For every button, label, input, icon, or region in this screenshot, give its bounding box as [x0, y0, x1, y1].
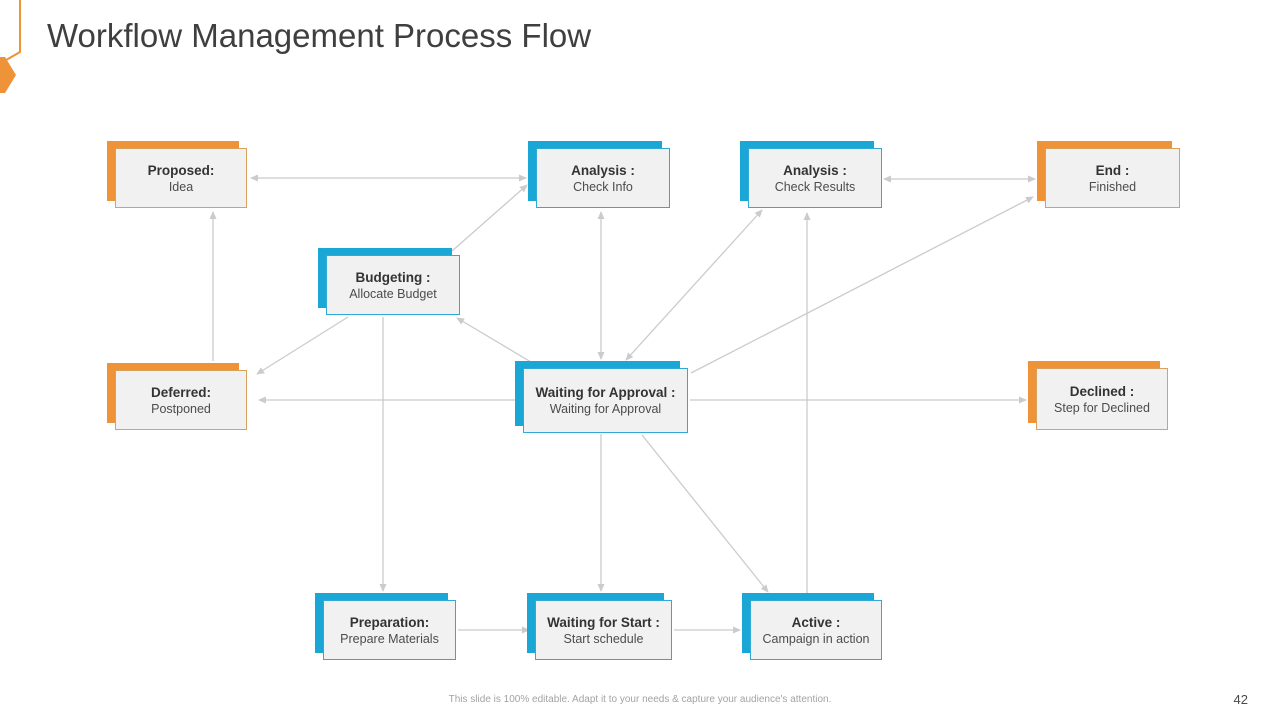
connector-waiting-for-approval-to-end — [690, 196, 1034, 374]
footer-note: This slide is 100% editable. Adapt it to… — [448, 694, 832, 705]
node-preparation: Preparation:Prepare Materials — [315, 593, 456, 660]
node-title: Analysis : — [783, 162, 847, 178]
connector-budgeting-to-analysis-check-info — [451, 184, 528, 252]
node-subtitle: Start schedule — [563, 631, 644, 646]
node-title: Preparation: — [349, 614, 430, 630]
node-body: Preparation:Prepare Materials — [323, 600, 456, 660]
node-end: End :Finished — [1037, 141, 1180, 208]
node-title: End : — [1095, 162, 1130, 178]
node-body: Analysis :Check Results — [748, 148, 882, 208]
node-body: Deferred:Postponed — [115, 370, 247, 430]
node-active: Active :Campaign in action — [742, 593, 882, 660]
node-body: Declined :Step for Declined — [1036, 368, 1168, 430]
connector-waiting-for-approval-to-budgeting — [456, 317, 532, 363]
connector-budgeting-to-deferred — [256, 316, 349, 375]
node-subtitle: Allocate Budget — [349, 286, 437, 301]
page-number: 42 — [1233, 692, 1248, 707]
hexagon-decor — [0, 0, 21, 93]
hexagon-filled-icon — [0, 57, 16, 93]
node-subtitle: Campaign in action — [762, 631, 870, 646]
page-title: Workflow Management Process Flow — [47, 17, 592, 54]
node-subtitle: Prepare Materials — [340, 631, 439, 646]
node-subtitle: Postponed — [151, 401, 211, 416]
node-body: Waiting for Approval : Waiting for Approv… — [523, 368, 688, 433]
node-deferred: Deferred:Postponed — [107, 363, 247, 430]
node-waiting-for-approval: Waiting for Approval : Waiting for Approv… — [515, 361, 688, 433]
node-waiting-for-start: Waiting for Start :Start schedule — [527, 593, 672, 660]
connector-waiting-for-approval-to-active — [641, 434, 769, 593]
connector-analysis-check-results-to-waiting-for-approval — [625, 209, 763, 361]
node-title: Active : — [791, 614, 841, 630]
node-title: Waiting for Approval : — [535, 385, 676, 400]
node-subtitle: Idea — [168, 179, 194, 194]
node-analysis-check-info: Analysis :Check Info — [528, 141, 670, 208]
node-title: Analysis : — [571, 162, 635, 178]
node-body: Active :Campaign in action — [750, 600, 882, 660]
node-subtitle: Check Results — [774, 179, 856, 194]
node-budgeting: Budgeting :Allocate Budget — [318, 248, 460, 315]
hexagon-outline-icon — [0, 0, 21, 65]
node-subtitle: Waiting for Approval — [549, 402, 662, 416]
node-subtitle: Step for Declined — [1054, 400, 1150, 415]
node-subtitle: Finished — [1088, 179, 1137, 194]
node-body: End :Finished — [1045, 148, 1180, 208]
node-proposed: Proposed:Idea — [107, 141, 247, 208]
node-analysis-check-results: Analysis :Check Results — [740, 141, 882, 208]
node-title: Waiting for Start : — [547, 614, 660, 630]
node-title: Proposed: — [147, 162, 215, 178]
node-title: Deferred: — [150, 384, 212, 400]
node-title: Declined : — [1069, 383, 1135, 399]
node-body: Proposed:Idea — [115, 148, 247, 208]
node-body: Analysis :Check Info — [536, 148, 670, 208]
node-subtitle: Check Info — [573, 179, 633, 194]
node-body: Waiting for Start :Start schedule — [535, 600, 672, 660]
node-title: Budgeting : — [355, 269, 431, 285]
node-declined: Declined :Step for Declined — [1028, 361, 1168, 430]
node-body: Budgeting :Allocate Budget — [326, 255, 460, 315]
